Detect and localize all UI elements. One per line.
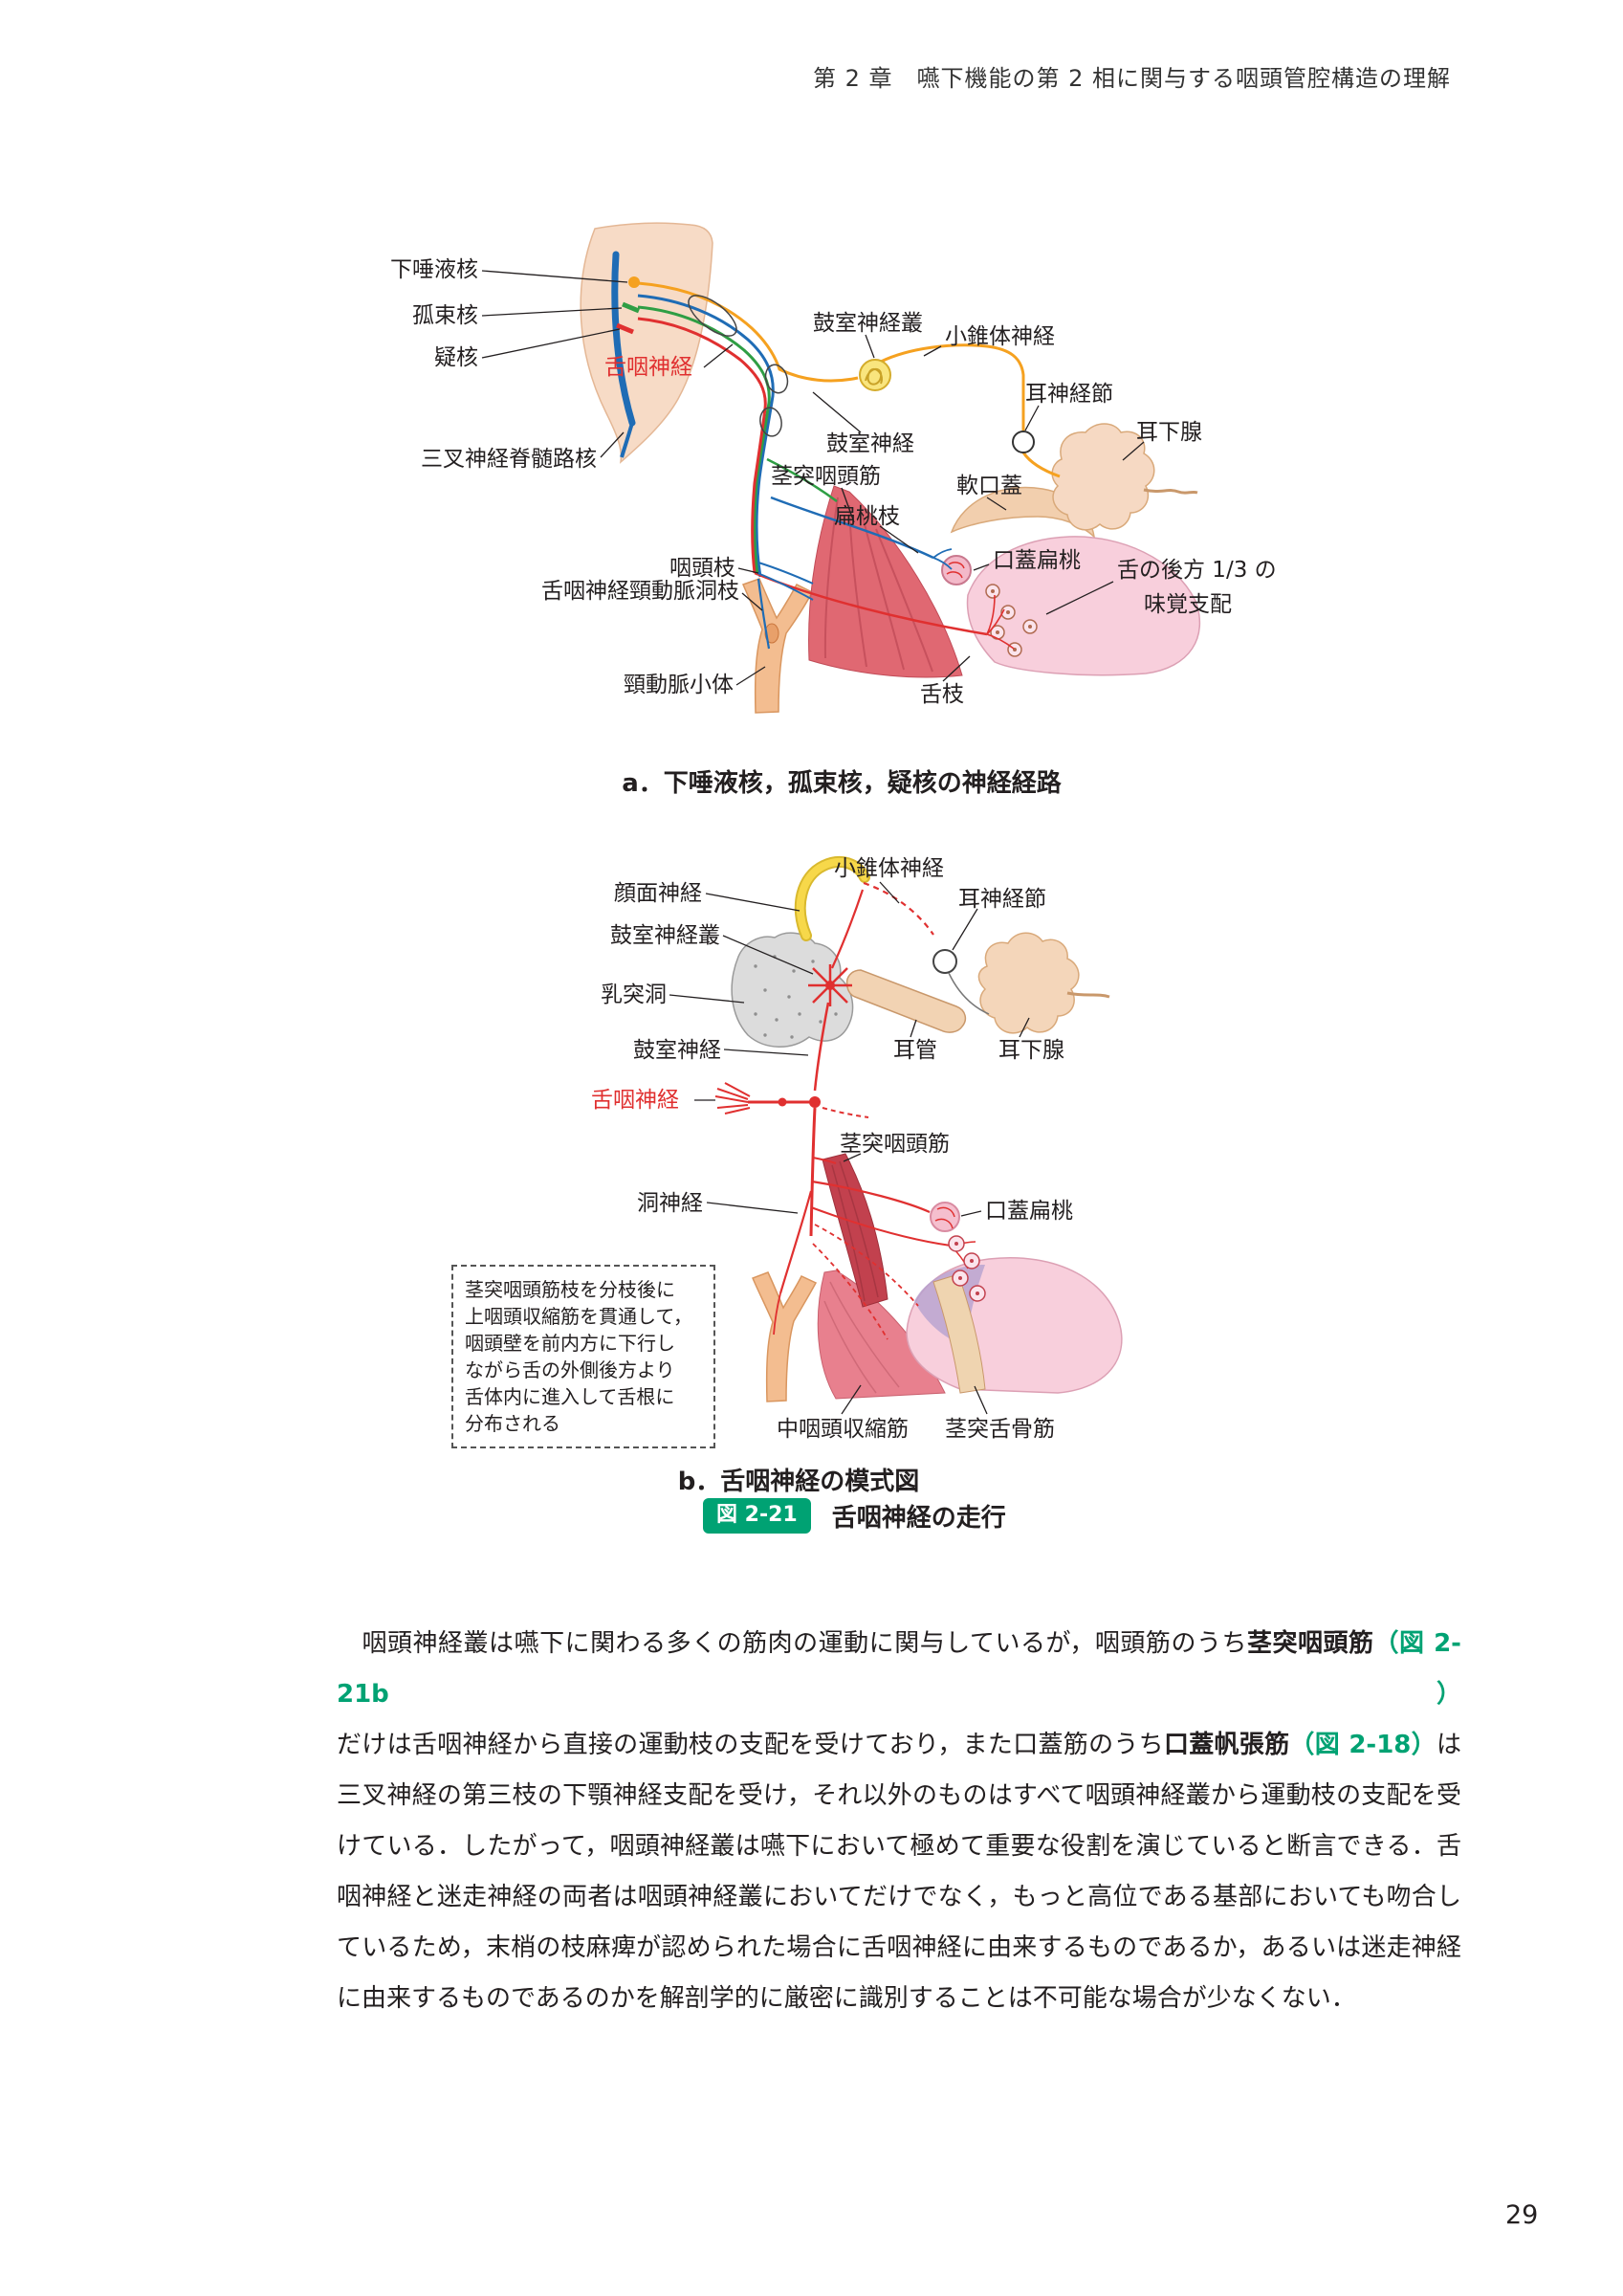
figure-title: 舌咽神経の走行 xyxy=(831,1504,1006,1533)
label-spinal-trigeminal-nucleus: 三叉神経脊髄路核 xyxy=(421,447,597,472)
label-tympanic-nerve-b: 鼓室神経 xyxy=(633,1038,721,1063)
label-otic-ganglion-b: 耳神経節 xyxy=(958,887,1046,912)
nerve-bundle xyxy=(637,281,1061,650)
label-tympanic-plexus-a: 鼓室神経叢 xyxy=(813,311,923,336)
leader-lines-b xyxy=(669,881,1030,1415)
tympanic-plexus-star xyxy=(808,964,852,1006)
label-stylopharyngeus-a: 茎突咽頭筋 xyxy=(771,464,881,489)
label-mastoid-antrum: 乳突洞 xyxy=(601,982,667,1007)
otic-ganglion-circle xyxy=(1012,430,1035,453)
label-palatine-tonsil-a: 口蓋扁桃 xyxy=(993,548,1081,573)
paragraph-line: だけは舌咽神経から直接の運動枝の支配を受けており，また口蓋筋のうち口蓋帆張筋（図… xyxy=(337,1731,1461,1759)
figure-caption-row: 図 2-21 舌咽神経の走行 xyxy=(703,1498,1006,1534)
label-lingual-branch: 舌枝 xyxy=(920,682,964,707)
diagram-b-illustration xyxy=(669,856,1123,1415)
nerve-dots xyxy=(778,1096,821,1108)
label-glossopharyngeal-nerve-b: 舌咽神経 xyxy=(591,1088,679,1113)
label-glossopharyngeal-nerve-a: 舌咽神経 xyxy=(604,355,692,380)
note-box-line: 分布される xyxy=(465,1412,560,1435)
label-stylopharyngeus-b: 茎突咽頭筋 xyxy=(840,1132,950,1157)
carotid-artery-shape xyxy=(741,578,814,714)
body-paragraph: 咽頭神経叢は嚥下に関わる多くの筋肉の運動に関与しているが，咽頭筋のうち茎突咽頭筋… xyxy=(337,1619,1461,2024)
label-solitary-tract-nucleus: 孤束核 xyxy=(412,303,478,328)
label-lesser-petrosal-nerve-b: 小錐体神経 xyxy=(834,856,944,881)
tongue-shape-b xyxy=(906,1257,1123,1394)
label-facial-nerve: 顔面神経 xyxy=(614,881,702,906)
label-soft-palate: 軟口蓋 xyxy=(956,474,1022,498)
note-box-line: 舌体内に進入して舌根に xyxy=(465,1385,675,1408)
label-otic-ganglion-a: 耳神経節 xyxy=(1025,382,1113,407)
caption-b: b．舌咽神経の模式図 xyxy=(677,1468,920,1496)
chapter-header: 第 2 章 嚥下機能の第 2 相に関与する咽頭管腔構造の理解 xyxy=(812,65,1451,92)
label-carotid-sinus-branch: 舌咽神経頸動脈洞枝 xyxy=(541,579,739,604)
glossopharyngeal-nerve-lines xyxy=(714,881,976,1340)
label-auditory-tube: 耳管 xyxy=(893,1038,937,1063)
stylopharyngeus-muscle-shape xyxy=(808,485,963,678)
paragraph-line: に由来するものであるのかを解剖学的に厳密に識別することは不可能な場合が少なくない… xyxy=(337,1984,1356,2013)
label-inferior-salivatory-nucleus: 下唾液核 xyxy=(390,257,478,282)
paragraph-line: 咽頭神経叢は嚥下に関わる多くの筋肉の運動に関与しているが，咽頭筋のうち茎突咽頭筋… xyxy=(337,1629,1461,1709)
note-box-line: 咽頭壁を前内方に下行し xyxy=(465,1332,675,1355)
paragraph-line: 咽神経と迷走神経の両者は咽頭神経叢においてだけでなく，もっと高位である基部におい… xyxy=(337,1883,1461,1911)
label-stylohyoid: 茎突舌骨筋 xyxy=(945,1417,1055,1442)
facial-nerve-shape xyxy=(794,856,870,941)
label-carotid-body: 頸動脈小体 xyxy=(624,673,734,697)
label-nucleus-ambiguus: 疑核 xyxy=(434,345,478,370)
label-taste-posterior-third-line1: 舌の後方 1/3 の xyxy=(1117,558,1277,583)
carotid-artery-shape-b xyxy=(752,1271,818,1402)
paragraph-line: ているため，末梢の枝麻痺が認められた場合に舌咽神経に由来するものであるか，あるい… xyxy=(337,1933,1461,1962)
tympanic-plexus-ball xyxy=(859,359,891,391)
parotid-gland-shape xyxy=(1051,423,1198,531)
otic-ganglion-circle-b xyxy=(932,949,957,974)
brainstem-shape xyxy=(580,222,713,464)
ganglion-ellipses xyxy=(688,295,789,437)
note-box-line: ながら舌の外側後方より xyxy=(465,1358,675,1381)
figure-tag-badge: 図 2-21 xyxy=(703,1498,811,1534)
paragraph-line: けている．したがって，咽頭神経叢は嚥下において極めて重要な役割を演じていると断言… xyxy=(337,1832,1461,1861)
label-tympanic-nerve-a: 鼓室神経 xyxy=(826,431,914,456)
parotid-gland-shape-b xyxy=(977,932,1110,1034)
paragraph-line: 三叉神経の第三枝の下顎神経支配を受け，それ以外のものはすべて咽頭神経叢から運動枝… xyxy=(337,1781,1461,1810)
stylopharyngeus-shape-b xyxy=(822,1153,888,1308)
leader-lines-a xyxy=(481,270,1145,686)
label-lesser-petrosal-nerve-a: 小錐体神経 xyxy=(945,324,1055,349)
label-parotid-gland-a: 耳下腺 xyxy=(1136,420,1202,445)
otic-to-parotid-line xyxy=(948,972,990,1015)
auditory-tube-shape xyxy=(845,969,967,1033)
label-sinus-nerve: 洞神経 xyxy=(637,1191,703,1216)
diagram-a-illustration xyxy=(481,222,1200,714)
mastoid-antrum-shape xyxy=(731,932,854,1048)
label-parotid-gland-b: 耳下腺 xyxy=(998,1038,1064,1063)
note-box-line: 茎突咽頭筋枝を分枝後に xyxy=(465,1278,675,1301)
note-box-line: 上咽頭収縮筋を貫通して， xyxy=(465,1305,692,1328)
palatine-tonsil-shape xyxy=(941,555,972,585)
note-box: 茎突咽頭筋枝を分枝後に 上咽頭収縮筋を貫通して， 咽頭壁を前内方に下行し ながら… xyxy=(451,1265,715,1448)
page-number: 29 xyxy=(1505,2200,1539,2230)
label-middle-constrictor: 中咽頭収縮筋 xyxy=(777,1417,909,1442)
label-tonsillar-branch: 扁桃枝 xyxy=(834,504,900,529)
label-taste-posterior-third-line2: 味覚支配 xyxy=(1144,592,1232,617)
label-palatine-tonsil-b: 口蓋扁桃 xyxy=(985,1199,1073,1224)
palatine-tonsil-shape-b xyxy=(930,1202,960,1232)
stylohyoid-shape xyxy=(932,1273,986,1394)
tongue-shape xyxy=(966,536,1200,676)
label-tympanic-plexus-b: 鼓室神経叢 xyxy=(610,923,720,948)
label-pharyngeal-branch: 咽頭枝 xyxy=(669,556,735,581)
caption-a: a．下唾液核，孤束核，疑核の神経経路 xyxy=(622,769,1062,798)
